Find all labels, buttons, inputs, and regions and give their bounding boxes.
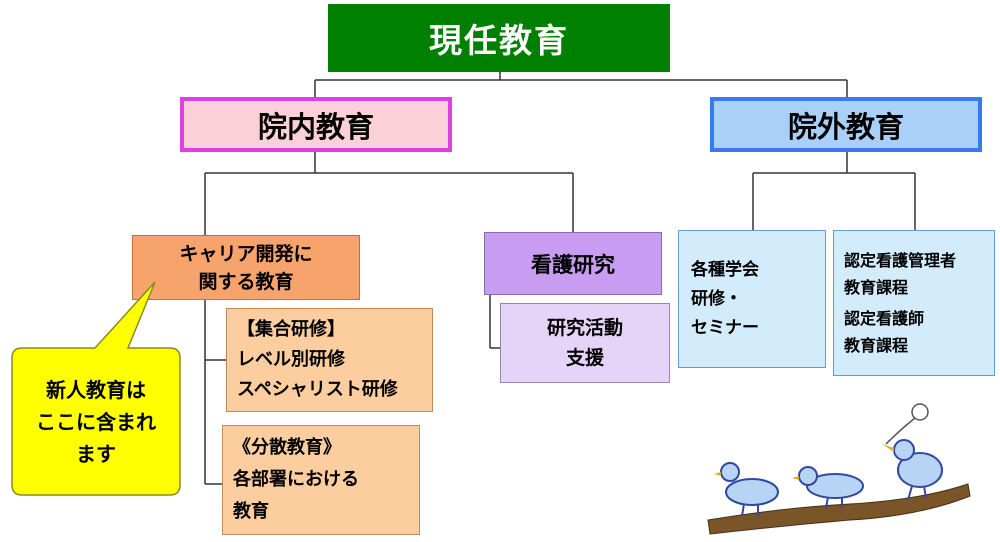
root-label: 現任教育 <box>429 21 569 60</box>
research-node: 看護研究 <box>484 232 662 295</box>
inhouse-node: 院内教育 <box>180 97 452 152</box>
certified-line-2: 教育課程 <box>844 278 909 297</box>
certified-line-4: 教育課程 <box>844 336 909 355</box>
callout-line-1: 新人教育は <box>46 377 146 402</box>
group-training-line-1: 【集合研修】 <box>237 319 345 340</box>
career-line-2: 関する教育 <box>198 270 294 293</box>
distributed-node: 《分散教育》 各部署における 教育 <box>222 425 420 535</box>
bird-icon <box>714 462 779 517</box>
callout-bubble <box>11 281 181 496</box>
bird-icon <box>792 466 864 509</box>
certified-node: 認定看護管理者 教育課程 認定看護師 教育課程 <box>833 230 995 376</box>
certified-line-1: 認定看護管理者 <box>844 251 957 270</box>
certified-line-3: 認定看護師 <box>844 309 925 328</box>
distributed-line-2: 各部署における <box>233 469 359 490</box>
group-training-line-2: レベル別研修 <box>237 349 345 370</box>
group-training-line-3: スペシャリスト研修 <box>237 379 398 400</box>
distributed-line-1: 《分散教育》 <box>233 437 341 458</box>
conferences-line-2: 研修・ <box>691 288 742 309</box>
callout-line-3: ます <box>76 441 116 466</box>
outhouse-node: 院外教育 <box>710 97 982 152</box>
bird-icon <box>882 403 943 501</box>
callout-text: 新人教育は ここに含まれ ます <box>12 348 180 495</box>
research-support-line-2: 支援 <box>565 347 604 369</box>
callout-line-2: ここに含まれ <box>36 409 156 434</box>
inhouse-label: 院内教育 <box>257 109 374 144</box>
conferences-line-3: セミナー <box>691 317 759 338</box>
career-node: キャリア開発に 関する教育 <box>132 235 360 300</box>
root-node: 現任教育 <box>328 4 670 72</box>
birds-on-branch-illustration <box>707 403 971 535</box>
career-line-1: キャリア開発に <box>179 242 313 265</box>
research-label: 看護研究 <box>531 252 615 277</box>
conferences-line-1: 各種学会 <box>691 259 759 280</box>
outhouse-label: 院外教育 <box>787 109 904 144</box>
research-support-line-1: 研究活動 <box>546 317 623 339</box>
distributed-line-3: 教育 <box>233 501 269 522</box>
research-support-node: 研究活動 支援 <box>500 303 670 383</box>
group-training-node: 【集合研修】 レベル別研修 スペシャリスト研修 <box>226 308 433 412</box>
conferences-node: 各種学会 研修・ セミナー <box>678 230 826 368</box>
